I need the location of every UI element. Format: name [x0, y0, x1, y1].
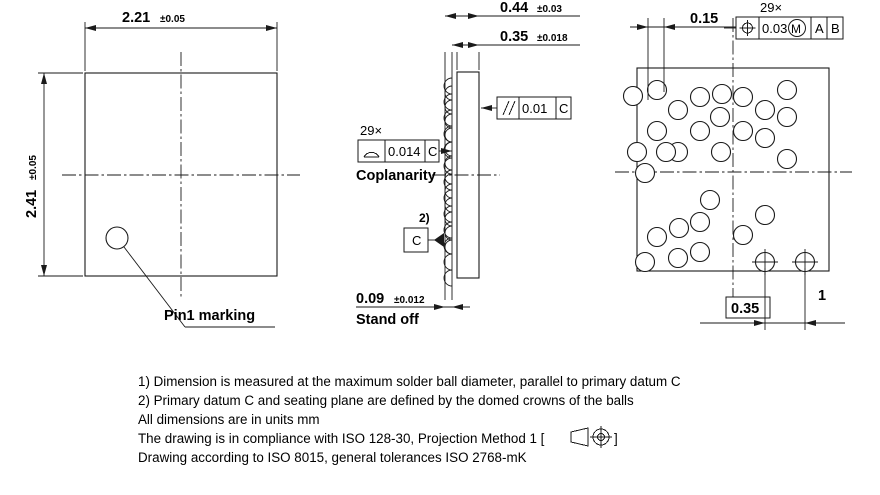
pin1-leader-line	[123, 246, 186, 328]
top-height-tolerance: ±0.05	[28, 155, 39, 180]
solder-ball	[699, 189, 721, 211]
coplanarity-datum: C	[428, 144, 437, 159]
ball-dia-value: 0.15	[690, 11, 718, 27]
pitch-arrow-left	[754, 320, 765, 326]
solder-ball	[754, 99, 776, 121]
position-datum-b: B	[831, 21, 840, 36]
standoff-tolerance: ±0.012	[394, 295, 425, 306]
solder-ball	[776, 106, 798, 128]
ball-dia-arrow-right	[664, 24, 675, 30]
datum-c-note-ref: 2)	[419, 211, 430, 225]
parallelism-fcf: 0.01 C	[481, 96, 572, 120]
note-iso-128: The drawing is in compliance with ISO 12…	[138, 431, 545, 446]
top-view-outline	[84, 72, 278, 277]
pin1-marking-label: Pin1 marking	[164, 308, 255, 324]
standoff-arrow-left	[434, 304, 445, 310]
solder-ball	[668, 217, 690, 239]
pin1-marking-circle	[105, 226, 129, 250]
solder-ball	[776, 79, 798, 101]
datum-c-label: C	[412, 233, 421, 248]
solder-ball	[732, 120, 754, 142]
position-qty: 29×	[760, 0, 782, 15]
solder-ball	[754, 204, 776, 226]
solder-ball	[646, 79, 668, 101]
body-height-tolerance: ±0.018	[537, 33, 568, 44]
solder-ball	[655, 141, 677, 163]
top-width-arrow-right	[266, 25, 277, 31]
top-height-arrow-bottom	[41, 265, 47, 276]
top-view: 2.21 ±0.05 2.41 ±0.05 Pin1 marking	[24, 10, 300, 328]
position-fcf: 29× 0.03 M A B	[724, 0, 844, 40]
solder-ball	[622, 85, 644, 107]
notes-block: 1) Dimension is measured at the maximum …	[138, 374, 681, 465]
solder-ball	[689, 120, 711, 142]
solder-ball	[667, 247, 689, 269]
projection-cone-icon	[570, 427, 589, 447]
body-height-value: 0.35	[500, 29, 528, 45]
note-1: 1) Dimension is measured at the maximum …	[138, 374, 681, 389]
standoff-value: 0.09	[356, 291, 384, 307]
profile-surface-symbol	[363, 151, 380, 158]
note-iso-8015: Drawing according to ISO 8015, general t…	[138, 450, 527, 465]
solder-ball	[634, 251, 656, 273]
parallelism-datum: C	[559, 101, 568, 116]
note-2: 2) Primary datum C and seating plane are…	[138, 393, 634, 408]
pitch-arrow-right	[805, 320, 816, 326]
parallelism-arrow	[481, 105, 492, 111]
datum-c-feature: 2) C	[403, 211, 444, 253]
solder-ball	[646, 120, 668, 142]
note-units: All dimensions are in units mm	[138, 412, 320, 427]
solder-ball	[709, 106, 731, 128]
standoff-label: Stand off	[356, 312, 419, 328]
top-height-value: 2.41	[24, 190, 40, 218]
coplanarity-label: Coplanarity	[356, 168, 436, 184]
ball-dia-arrow-left	[637, 24, 648, 30]
top-width-arrow-left	[85, 25, 96, 31]
solder-ball	[646, 226, 668, 248]
parallelism-value: 0.01	[522, 101, 547, 116]
body-height-arrow-left	[452, 42, 463, 48]
coplanarity-arrow	[441, 148, 452, 154]
coplanarity-qty: 29×	[360, 123, 382, 138]
overall-height-arrow-left	[445, 13, 456, 19]
coplanarity-fcf: 29× 0.014 C Coplanarity	[356, 123, 452, 184]
solder-ball	[710, 141, 732, 163]
body-height-arrow-right	[468, 42, 479, 48]
solder-ball	[689, 241, 711, 263]
pitch-dimension: 0.35 1	[700, 268, 845, 330]
solder-ball	[634, 162, 656, 184]
top-height-arrow-top	[41, 73, 47, 84]
note-iso-128-tail: ]	[614, 431, 618, 446]
top-width-value: 2.21	[122, 10, 150, 26]
solder-ball-array	[622, 79, 798, 273]
solder-ball	[732, 86, 754, 108]
solder-ball	[689, 211, 711, 233]
solder-ball	[667, 99, 689, 121]
bottom-view: 0.15 29× 0.03 M A B 0.35	[615, 0, 852, 330]
mmc-modifier-circle	[788, 19, 806, 37]
solder-ball	[776, 148, 798, 170]
mmc-modifier-label: M	[791, 22, 801, 36]
overall-height-arrow-right	[468, 13, 479, 19]
parallelism-symbol-stroke2	[508, 100, 516, 116]
top-width-tolerance: ±0.05	[160, 14, 185, 25]
datum-c-triangle	[434, 233, 444, 247]
pitch-basic-box	[725, 296, 771, 319]
overall-height-value: 0.44	[500, 0, 528, 16]
pitch-basic-value: 0.35	[731, 301, 759, 317]
position-datum-a: A	[815, 21, 824, 36]
edge-dim-value: 1	[818, 288, 826, 304]
standoff-arrow-right	[452, 304, 463, 310]
position-value: 0.03	[762, 21, 787, 36]
solder-ball	[754, 127, 776, 149]
side-view: 0.44 ±0.03 0.35 ±0.018 0.09 ±0.012 Stand…	[356, 0, 580, 328]
solder-ball	[732, 224, 754, 246]
parallelism-symbol-stroke1	[502, 100, 510, 116]
solder-ball	[711, 83, 733, 105]
projection-method-1-icon	[570, 426, 612, 448]
solder-ball	[689, 86, 711, 108]
coplanarity-value: 0.014	[388, 144, 421, 159]
overall-height-tolerance: ±0.03	[537, 4, 562, 15]
solder-ball	[626, 141, 648, 163]
